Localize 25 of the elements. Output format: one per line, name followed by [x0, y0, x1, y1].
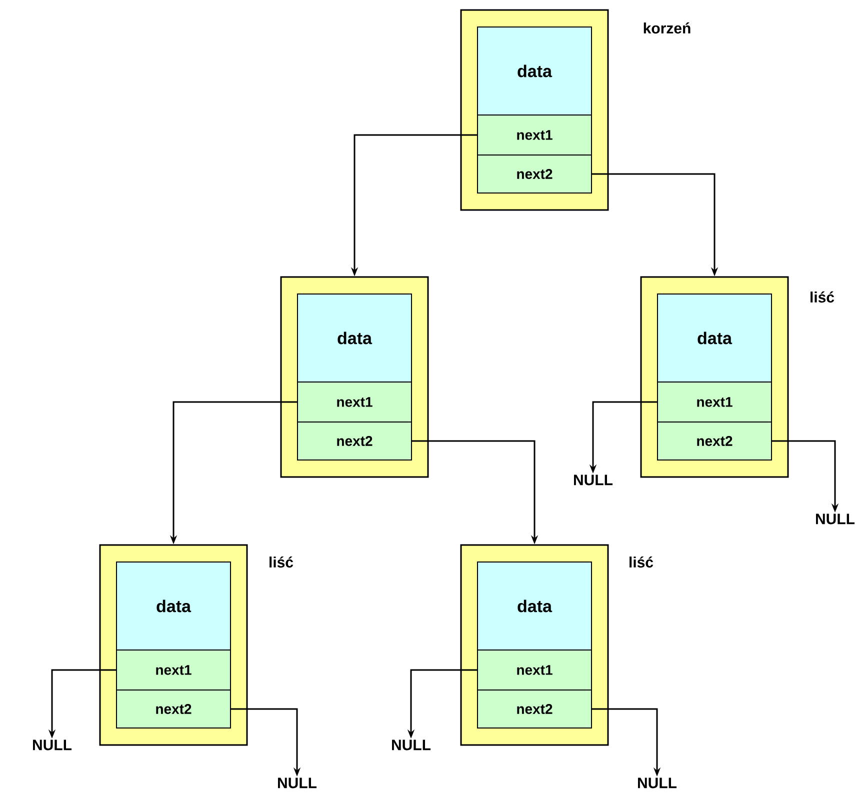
pointer-cell: next1 — [477, 114, 592, 156]
null-label: NULL — [33, 740, 72, 750]
node-heading: liść — [270, 556, 294, 568]
node-heading: liść — [630, 556, 654, 568]
pointer-cell: next1 — [116, 650, 231, 690]
null-label: NULL — [574, 474, 613, 486]
pointer-cell: next2 — [657, 422, 772, 460]
node-heading: liść — [810, 291, 834, 303]
data-cell: data — [297, 294, 412, 382]
null-label: NULL — [278, 778, 317, 788]
pointer-cell: next1 — [477, 650, 592, 690]
data-cell: data — [116, 562, 231, 650]
data-cell: data — [477, 562, 592, 650]
data-cell: data — [477, 26, 592, 116]
null-label: NULL — [392, 740, 431, 750]
pointer-cell: next2 — [477, 690, 592, 728]
pointer-cell: next1 — [297, 382, 412, 422]
pointer-cell: next2 — [297, 422, 412, 460]
pointer-cell: next2 — [477, 154, 592, 194]
null-label: NULL — [816, 514, 855, 524]
node-heading: korzeń — [644, 22, 690, 34]
data-cell: data — [657, 294, 772, 382]
pointer-cell: next1 — [657, 382, 772, 422]
null-label: NULL — [638, 778, 677, 788]
pointer-cell: next2 — [116, 690, 231, 728]
